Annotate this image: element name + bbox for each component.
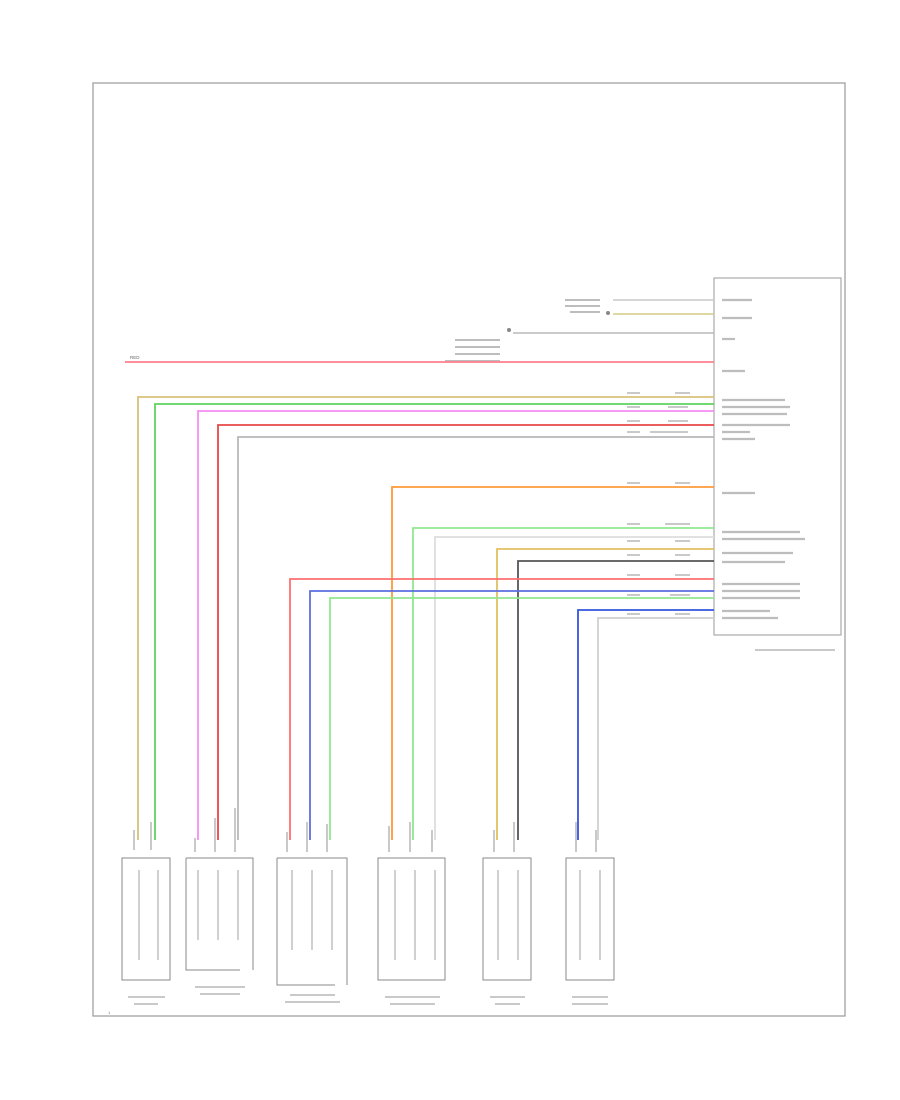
component-2: [185, 857, 254, 971]
wire-lightgreen: [412, 527, 714, 840]
signal-wires: [137, 396, 714, 840]
frame-corner-label: 1: [108, 1010, 111, 1015]
component-4: [377, 857, 446, 981]
diagram-frame: [92, 82, 846, 1017]
wire-code-labels: [627, 392, 690, 615]
component-5: [482, 857, 532, 981]
component-captions: [128, 649, 835, 1005]
component-6: [565, 857, 615, 981]
control-module: [713, 277, 842, 636]
wire-green: [154, 403, 714, 840]
wire-tan: [137, 396, 714, 840]
wire-gray-2: [597, 617, 714, 840]
component-pin-labels: [133, 808, 597, 852]
component-1: [121, 857, 171, 981]
top-feed-wires: [507, 299, 714, 334]
wire-lightgreen-2: [329, 597, 714, 840]
wire-red: [217, 424, 714, 840]
wire-red-2: [289, 578, 714, 840]
wire-white: [434, 536, 714, 840]
wire-gray: [237, 436, 714, 840]
component-3: [276, 857, 348, 986]
wire-orange: [391, 486, 714, 840]
wire-black: [517, 560, 714, 840]
top-feed-labels: [445, 299, 600, 362]
wire-pink: [197, 410, 714, 840]
wire-blue: [309, 590, 714, 840]
wire-yellow: [496, 548, 714, 840]
wire-darkblue: [577, 609, 714, 840]
module-pin-labels: [722, 298, 805, 620]
red-power-label: RED: [130, 355, 140, 360]
